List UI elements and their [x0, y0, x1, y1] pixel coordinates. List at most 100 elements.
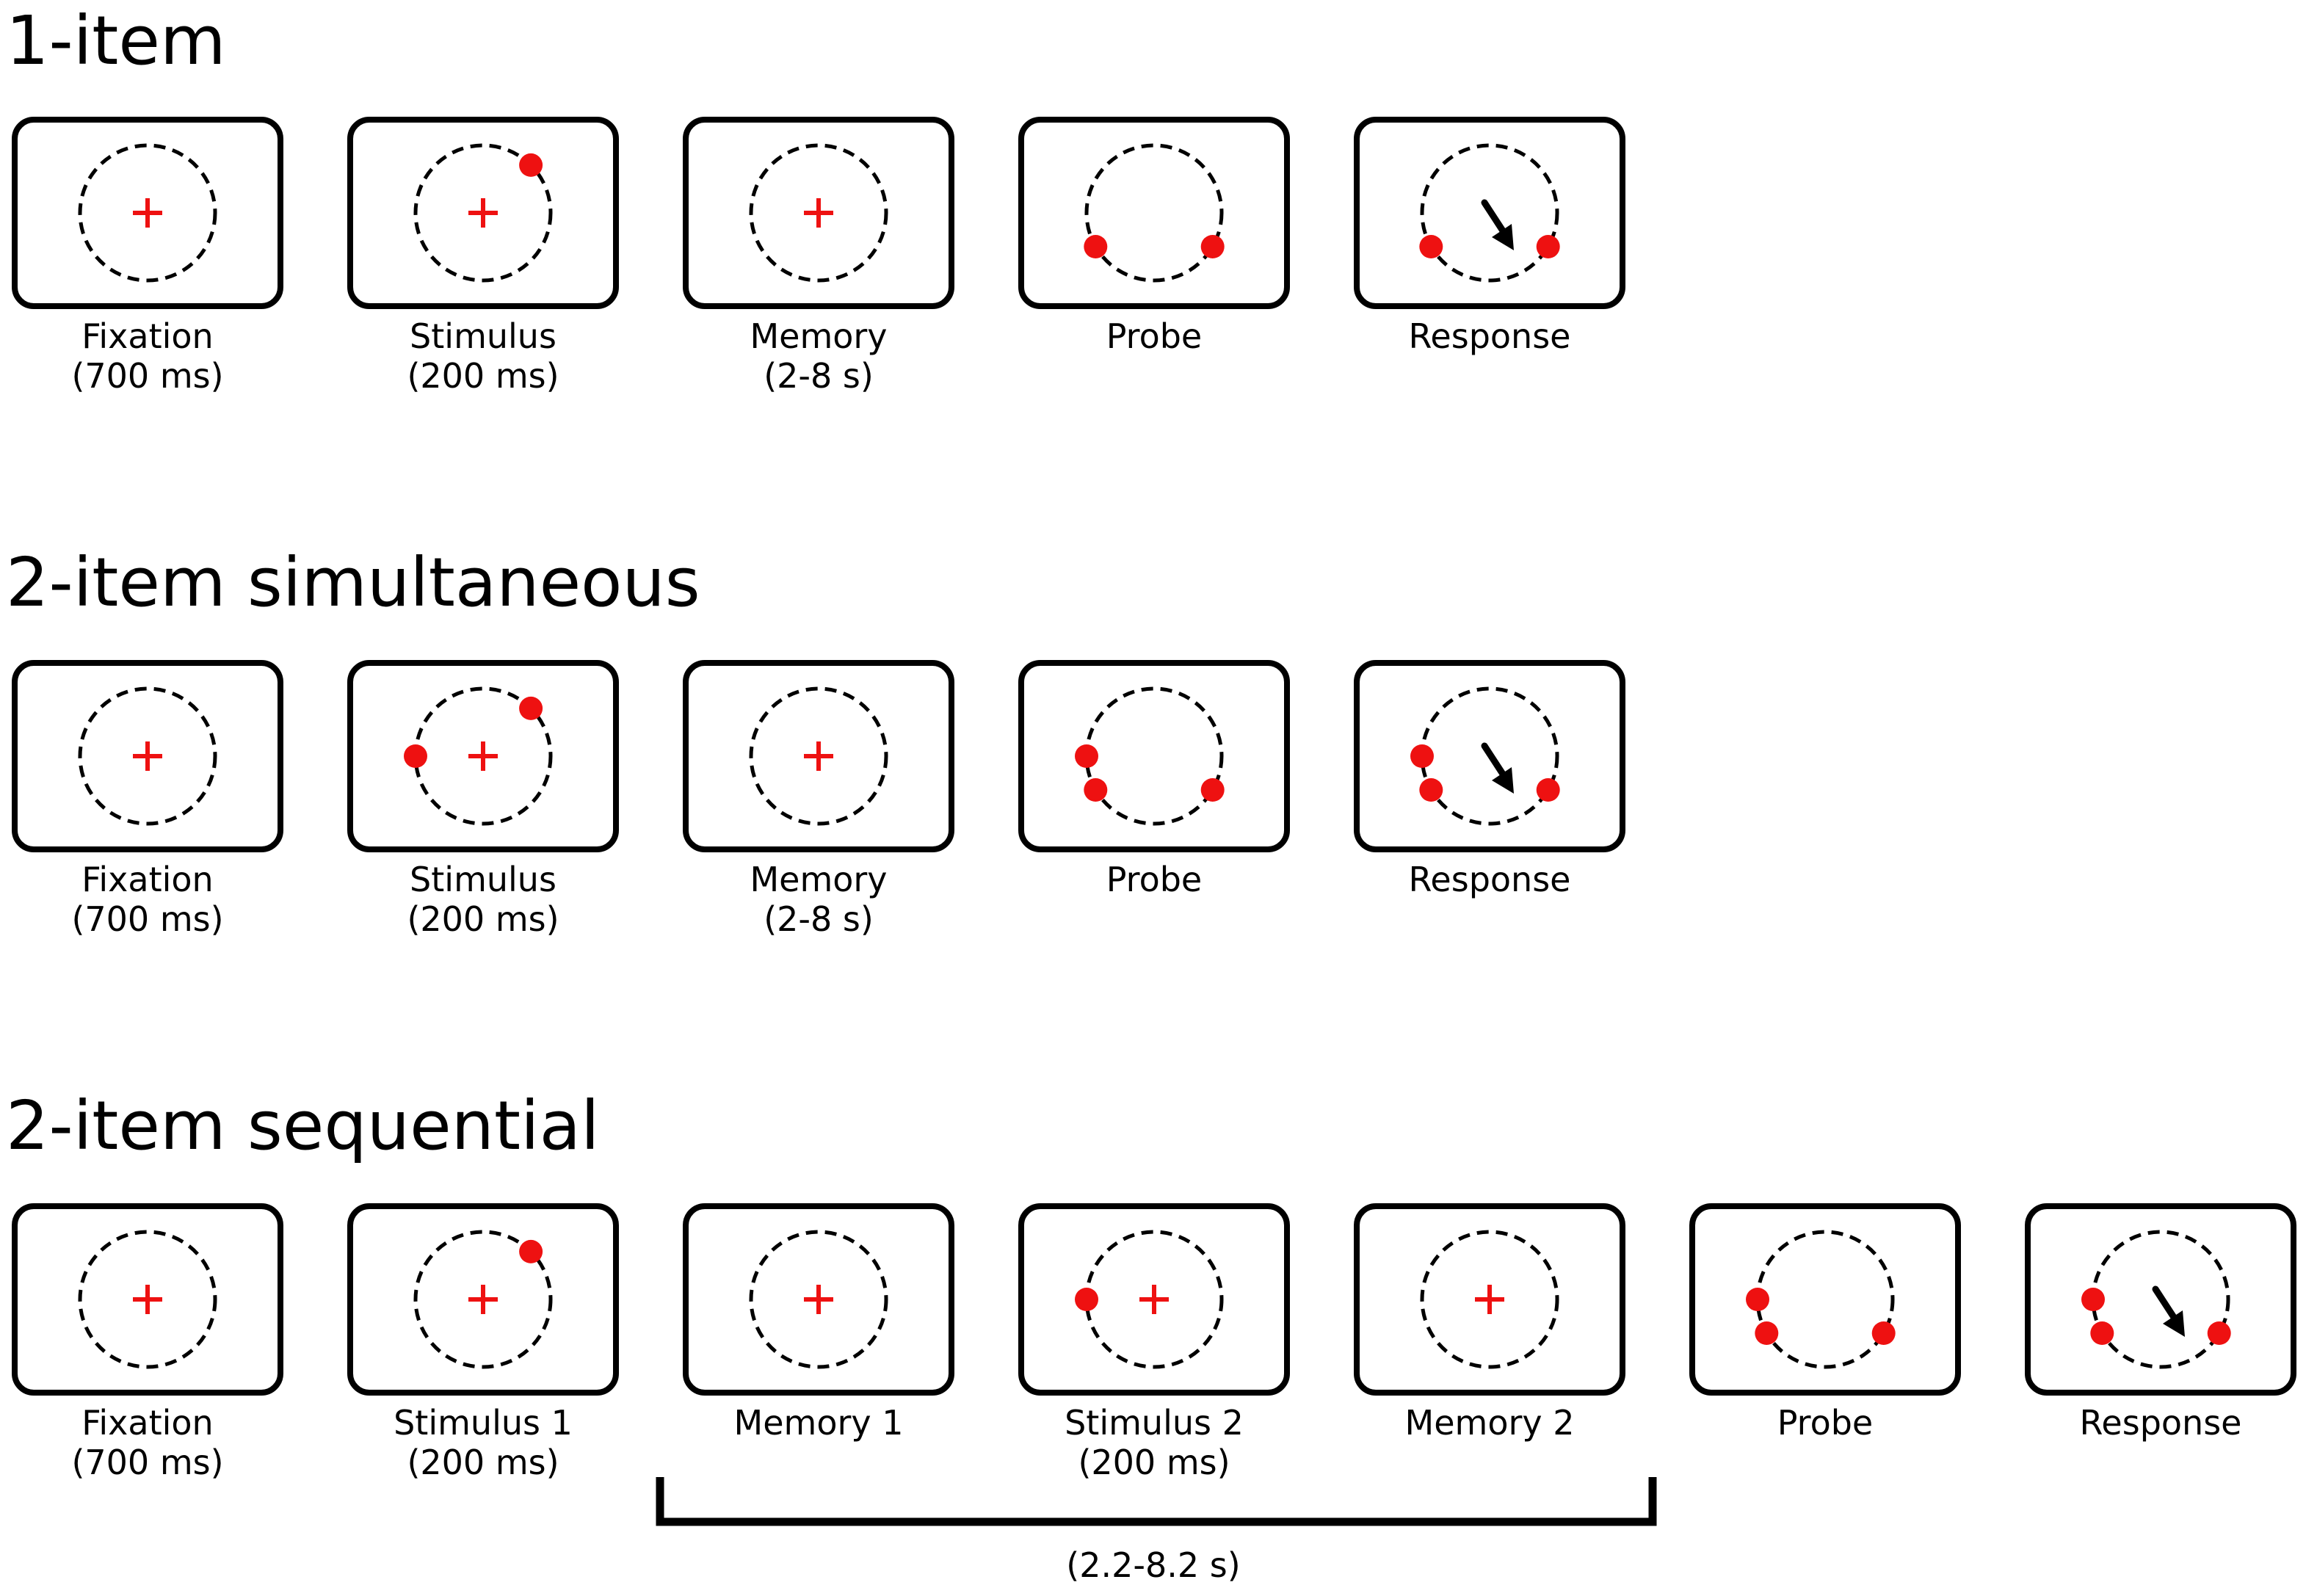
- screen-display: [78, 143, 217, 283]
- screen-response: [1354, 660, 1625, 852]
- screen-display: [2081, 1230, 2231, 1369]
- screen-display: [1084, 143, 1225, 283]
- screen-memory-2: [1354, 1203, 1625, 1396]
- caption-label: Response: [1408, 316, 1571, 356]
- caption-label: Probe: [1106, 316, 1203, 356]
- stimulus-dot: [1419, 235, 1443, 258]
- stimulus-dot: [519, 1239, 543, 1263]
- stimulus-dot: [404, 744, 427, 768]
- stimulus-dot: [1536, 235, 1560, 258]
- caption-duration: (700 ms): [71, 356, 224, 396]
- screen-display: [749, 143, 888, 283]
- dashed-ring: [78, 1230, 217, 1369]
- stimulus-dot: [1536, 778, 1560, 802]
- screen-display: [1075, 1230, 1224, 1369]
- caption-label: Probe: [1777, 1403, 1874, 1443]
- caption-label: Fixation: [81, 316, 214, 356]
- stimulus-dot: [519, 696, 543, 720]
- fixation-cross-icon: [133, 1285, 162, 1314]
- stimulus-dot: [1410, 744, 1434, 768]
- dashed-ring: [749, 1230, 888, 1369]
- fixation-cross-icon: [804, 1285, 833, 1314]
- screen-caption: Stimulus(200 ms): [322, 316, 645, 396]
- response-arrow-icon: [2152, 1285, 2185, 1337]
- caption-label: Memory 1: [733, 1403, 904, 1443]
- screen-response: [2025, 1203, 2296, 1396]
- condition-title-2-item-simultaneous: 2-item simultaneous: [6, 543, 700, 622]
- screen-caption: Stimulus 2(200 ms): [993, 1403, 1316, 1482]
- screen-display: [404, 686, 553, 826]
- caption-duration: (200 ms): [407, 899, 559, 939]
- dashed-ring: [1420, 1230, 1559, 1369]
- caption-duration: (700 ms): [71, 1443, 224, 1482]
- caption-label: Stimulus 1: [394, 1403, 573, 1443]
- screen-memory: [683, 660, 954, 852]
- caption-duration: (2-8 s): [764, 356, 874, 396]
- fixation-cross-icon: [1139, 1285, 1169, 1314]
- caption-duration: (200 ms): [407, 1443, 559, 1482]
- caption-label: Probe: [1106, 860, 1203, 899]
- caption-label: Fixation: [81, 1403, 214, 1443]
- fixation-cross-icon: [468, 1285, 498, 1314]
- screen-fixation: [12, 1203, 283, 1396]
- bracket-line: [656, 1477, 1657, 1526]
- fixation-cross-icon: [133, 741, 162, 771]
- screen-display: [1419, 143, 1560, 283]
- caption-duration: (200 ms): [407, 356, 559, 396]
- caption-duration: (700 ms): [71, 899, 224, 939]
- screen-caption: Memory 2: [1328, 1403, 1651, 1443]
- stimulus-dot: [1419, 778, 1443, 802]
- screen-caption: Memory(2-8 s): [657, 860, 980, 939]
- screen-response: [1354, 117, 1625, 309]
- screen-caption: Memory(2-8 s): [657, 316, 980, 396]
- caption-duration: (200 ms): [1078, 1443, 1230, 1482]
- caption-label: Memory: [750, 860, 888, 899]
- condition-title-2-item-sequential: 2-item sequential: [6, 1087, 600, 1165]
- screen-probe: [1018, 117, 1290, 309]
- dashed-ring: [749, 143, 888, 283]
- screen-stimulus: [347, 117, 619, 309]
- caption-label: Stimulus 2: [1065, 1403, 1244, 1443]
- screen-memory: [683, 117, 954, 309]
- stimulus-dot: [1075, 1288, 1098, 1311]
- caption-label: Memory: [750, 316, 888, 356]
- fixation-cross-icon: [804, 198, 833, 228]
- stimulus-dot: [1084, 778, 1108, 802]
- fixation-cross-icon: [804, 741, 833, 771]
- screen-display: [1420, 1230, 1559, 1369]
- caption-label: Stimulus: [410, 860, 556, 899]
- dashed-ring: [78, 686, 217, 826]
- screen-fixation: [12, 660, 283, 852]
- bracket-duration-label: (2.2-8.2 s): [1066, 1545, 1241, 1585]
- response-arrow-icon: [1481, 199, 1514, 250]
- screen-display: [1746, 1230, 1896, 1369]
- screen-caption: Probe: [993, 316, 1316, 356]
- fixation-cross-icon: [133, 198, 162, 228]
- screen-display: [749, 1230, 888, 1369]
- stimulus-dot: [1746, 1288, 1769, 1311]
- screen-caption: Response: [1328, 860, 1651, 899]
- screen-caption: Fixation(700 ms): [0, 316, 309, 396]
- screen-display: [413, 143, 553, 283]
- screen-caption: Response: [1999, 1403, 2306, 1443]
- caption-label: Response: [1408, 860, 1571, 899]
- dashed-ring: [413, 1230, 553, 1369]
- stimulus-dot: [1200, 235, 1225, 258]
- screen-caption: Memory 1: [657, 1403, 980, 1443]
- fixation-cross-icon: [468, 741, 498, 771]
- stimulus-dot: [1200, 778, 1225, 802]
- fixation-cross-icon: [468, 198, 498, 228]
- screen-caption: Stimulus(200 ms): [322, 860, 645, 939]
- stimulus-dot: [2081, 1288, 2105, 1311]
- stimulus-dot: [1755, 1321, 1779, 1345]
- screen-caption: Response: [1328, 316, 1651, 356]
- caption-label: Fixation: [81, 860, 214, 899]
- screen-stimulus-1: [347, 1203, 619, 1396]
- caption-duration: (2-8 s): [764, 899, 874, 939]
- screen-display: [413, 1230, 553, 1369]
- screen-fixation: [12, 117, 283, 309]
- stimulus-dot: [1871, 1321, 1896, 1345]
- screen-memory-1: [683, 1203, 954, 1396]
